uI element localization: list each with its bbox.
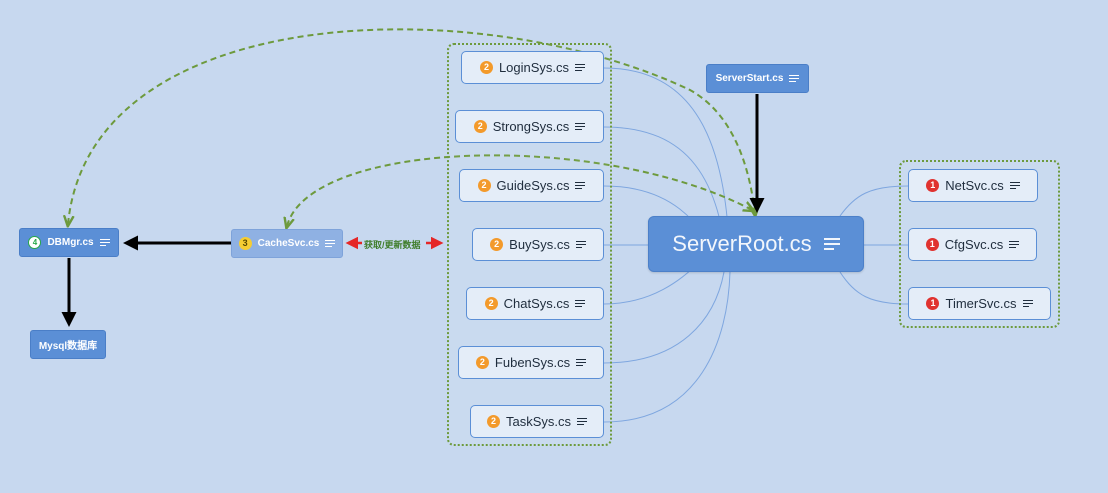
note-icon [99,238,110,247]
system-node-guidesys[interactable]: 2 GuideSys.cs [459,169,604,202]
priority-badge: 2 [477,179,491,192]
priority-badge: 2 [490,238,504,251]
note-icon [575,122,586,131]
system-node-chatsys[interactable]: 2 ChatSys.cs [466,287,604,320]
priority-badge: 2 [484,297,498,310]
priority-badge: 1 [925,238,939,251]
note-icon [577,417,587,426]
priority-badge: 4 [28,236,42,249]
note-icon [1009,181,1020,190]
service-node-cfgsvc[interactable]: 1 CfgSvc.cs [908,228,1037,261]
dbmgr-label: DBMgr.cs [47,237,94,248]
note-icon [823,238,840,250]
system-node-strongsys[interactable]: 2 StrongSys.cs [455,110,604,143]
system-label: TaskSys.cs [505,414,571,429]
note-icon [325,239,336,248]
cache-svc-node[interactable]: 3 CacheSvc.cs [231,229,343,258]
dbmgr-to-root-dashed-arrow [68,28,755,224]
note-icon [576,358,587,367]
system-node-tasksys[interactable]: 2 TaskSys.cs [470,405,604,438]
system-label: BuySys.cs [509,237,570,252]
connector-netsvc [839,185,909,217]
system-label: ChatSys.cs [503,296,570,311]
system-node-loginsys[interactable]: 2 LoginSys.cs [461,51,604,84]
edge-label-fetch-update: 获取/更新数据 [364,240,421,250]
note-icon [1009,240,1020,249]
priority-badge: 2 [475,356,489,369]
service-label: TimerSvc.cs [945,296,1017,311]
priority-badge: 1 [926,179,940,192]
note-icon [575,181,586,190]
cache-to-root-dashed-arrow [287,154,752,226]
connector-timersvc [839,271,909,305]
system-node-buysys[interactable]: 2 BuySys.cs [472,228,604,261]
server-start-node[interactable]: ServerStart.cs [706,64,809,93]
system-label: StrongSys.cs [492,119,570,134]
note-icon [575,240,586,249]
service-node-netsvc[interactable]: 1 NetSvc.cs [908,169,1038,202]
server-root-node[interactable]: ServerRoot.cs [648,216,864,272]
system-label: FubenSys.cs [494,355,571,370]
server-start-label: ServerStart.cs [715,73,784,84]
server-root-label: ServerRoot.cs [672,231,812,256]
connector-fubensys [603,271,725,364]
note-icon [1022,299,1033,308]
service-node-timersvc[interactable]: 1 TimerSvc.cs [908,287,1051,320]
system-label: LoginSys.cs [498,60,570,75]
priority-badge: 2 [486,415,500,428]
dbmgr-node[interactable]: 4 DBMgr.cs [19,228,119,257]
note-icon [575,63,586,72]
mysql-label: Mysql数据库 [38,341,98,352]
solid-arrows [61,94,765,327]
note-icon [575,299,586,308]
system-node-fubensys[interactable]: 2 FubenSys.cs [458,346,604,379]
note-icon [789,74,800,83]
dashed-relations [68,28,755,226]
service-label: CfgSvc.cs [944,237,1004,252]
priority-badge: 2 [473,120,487,133]
priority-badge: 3 [238,237,252,250]
mysql-node[interactable]: Mysql数据库 [30,330,106,359]
priority-badge: 2 [479,61,493,74]
connector-tasksys [603,271,731,423]
priority-badge: 1 [926,297,940,310]
cache-svc-label: CacheSvc.cs [257,238,320,249]
service-label: NetSvc.cs [945,178,1004,193]
system-label: GuideSys.cs [496,178,570,193]
